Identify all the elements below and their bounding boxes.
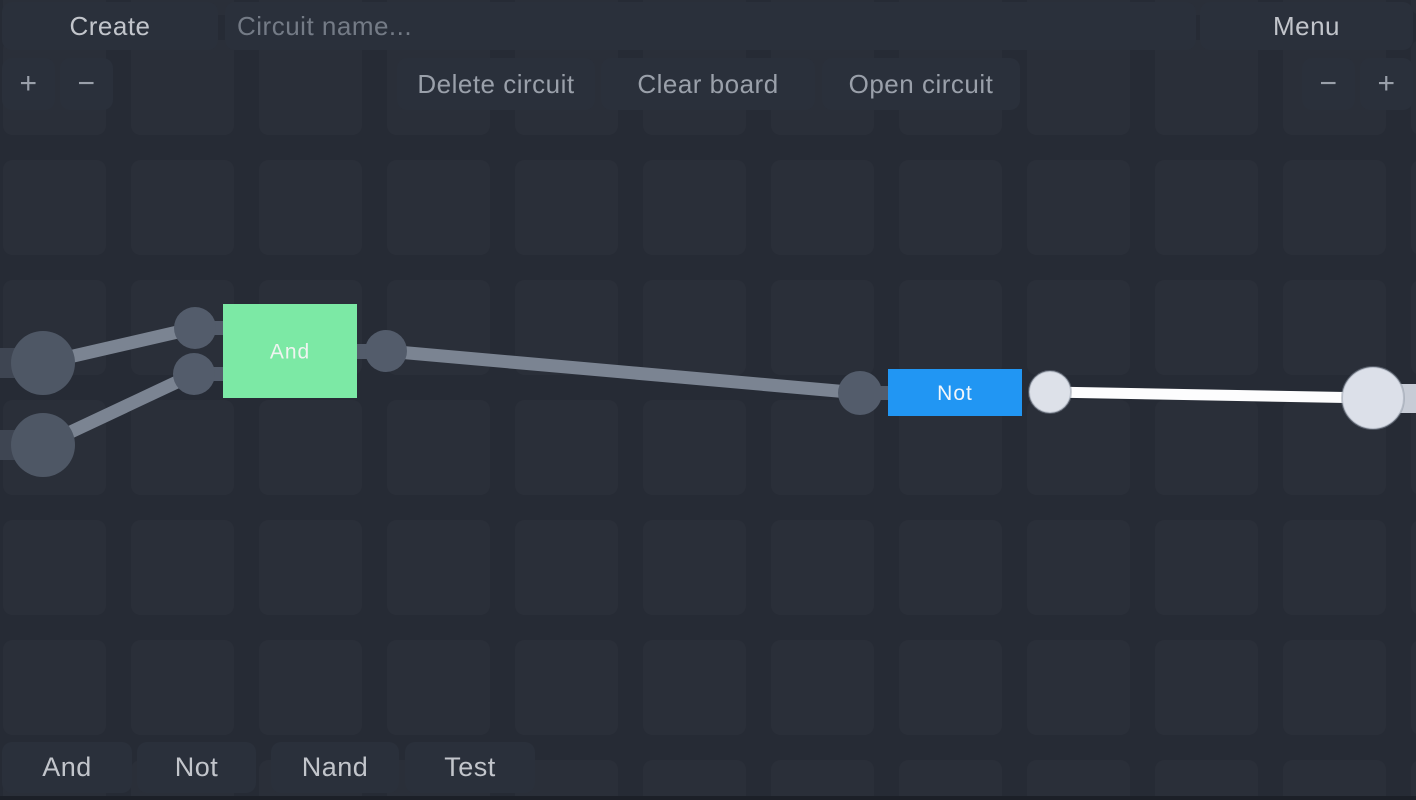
zoom-in-button-left[interactable]: + (2, 58, 55, 110)
palette-item-and[interactable]: And (2, 742, 132, 793)
and-input-node-1[interactable] (174, 307, 216, 349)
not-gate[interactable] (888, 369, 1022, 416)
circuit-output-node[interactable] (1341, 366, 1405, 430)
circuit-name-input[interactable] (225, 2, 1196, 50)
bottom-edge-strip (0, 796, 1416, 800)
menu-button[interactable]: Menu (1200, 2, 1413, 50)
open-circuit-button[interactable]: Open circuit (822, 58, 1020, 110)
and-output-node[interactable] (365, 330, 407, 372)
not-input-node[interactable] (838, 371, 882, 415)
wire-and-to-not (385, 344, 861, 400)
zoom-out-button-left[interactable]: − (60, 58, 113, 110)
input-node-a[interactable] (11, 331, 75, 395)
not-gate-label: Not (937, 382, 973, 405)
not-output-node[interactable] (1028, 370, 1072, 414)
palette-item-not[interactable]: Not (137, 742, 256, 793)
palette-item-nand[interactable]: Nand (271, 742, 399, 793)
input-node-b[interactable] (11, 413, 75, 477)
clear-board-button[interactable]: Clear board (601, 58, 815, 110)
and-gate[interactable] (223, 304, 357, 398)
delete-circuit-button[interactable]: Delete circuit (397, 58, 595, 110)
zoom-in-button-right[interactable]: + (1360, 58, 1413, 110)
and-gate-label: And (270, 341, 310, 364)
palette-item-test[interactable]: Test (405, 742, 535, 793)
create-button[interactable]: Create (2, 2, 218, 50)
zoom-out-button-right[interactable]: − (1302, 58, 1355, 110)
and-input-node-2[interactable] (173, 353, 215, 395)
wire-not-to-output (1049, 386, 1374, 404)
